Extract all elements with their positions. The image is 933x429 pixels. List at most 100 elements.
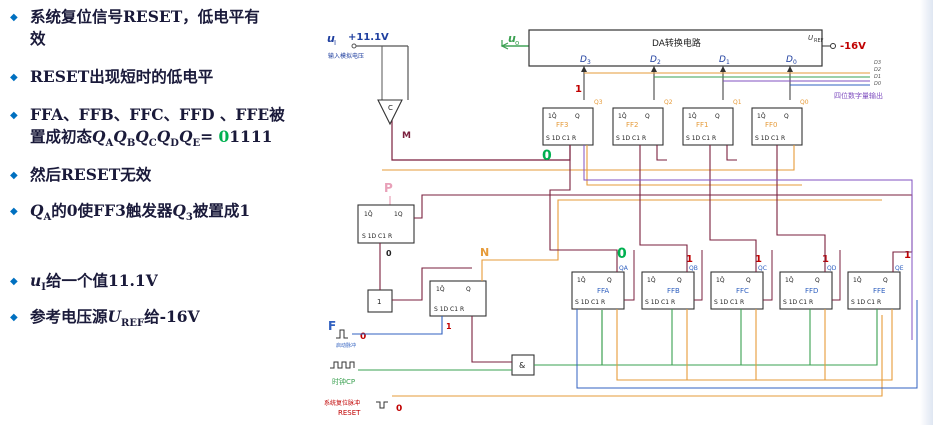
bullet-text: 给-16V: [144, 307, 200, 326]
wire-chain: [763, 250, 773, 301]
bullet-diamond-icon: ◆: [10, 12, 18, 23]
svg-text:Q: Q: [677, 277, 682, 284]
ui-label: u: [327, 32, 335, 45]
f-label: F: [328, 319, 336, 333]
ffb-box: 1Q̄Q FFB S 1D C1 R: [641, 271, 695, 310]
ff-q-label: QA: [619, 265, 629, 272]
svg-text:S 1D C1 R: S 1D C1 R: [645, 299, 675, 306]
wire-qe: [892, 251, 912, 272]
bullet-reset-low: RESET出现短时的低电平: [30, 67, 214, 86]
ff0-box: 1Q̄Q FF0 S 1D C1 R: [751, 107, 803, 146]
reset-label: RESET: [338, 409, 361, 417]
wire-qb: [639, 145, 688, 272]
bullet-reset-inactive: 然后RESET无效: [30, 165, 152, 184]
q-sub: D: [170, 138, 179, 150]
wire-dark-long: [414, 194, 913, 252]
svg-text:Q: Q: [746, 277, 751, 284]
arrow-up-icon: [787, 66, 793, 72]
wire-gate-out: [392, 267, 472, 301]
ff-name: FFB: [667, 287, 680, 295]
svg-text:S 1D C1 R: S 1D C1 R: [686, 135, 716, 142]
wire-orange: [382, 145, 795, 171]
svg-text:S 1D C1 R: S 1D C1 R: [755, 135, 785, 142]
svg-text:S 1D C1 R: S 1D C1 R: [616, 135, 646, 142]
ff-q-label: Q1: [733, 99, 742, 106]
bullet-line: 效: [30, 29, 46, 48]
wire-clock-bus: [601, 309, 878, 366]
arrow-up-icon: [720, 66, 726, 72]
bullet-diamond-icon: ◆: [10, 312, 18, 323]
u-sub: REF: [121, 318, 145, 330]
slide-edge-gradient: [920, 0, 933, 425]
svg-text:S 1D C1 R: S 1D C1 R: [783, 299, 813, 306]
bullet-diamond-icon: ◆: [10, 206, 18, 217]
ffa-box: 1Q̄Q FFA S 1D C1 R: [571, 271, 625, 310]
uref-value: -16V: [840, 41, 866, 52]
svg-text:1Q̄: 1Q̄: [548, 113, 557, 120]
ffc-box: 1Q̄Q FFC S 1D C1 R: [710, 271, 764, 310]
ff-name: FF2: [626, 121, 639, 129]
da-converter-box: [528, 29, 823, 67]
bullet-text: 给一个值11.1V: [45, 271, 158, 290]
bullet-ff3-set: QA的0使FF3触发器Q3被置成1: [30, 200, 250, 229]
q-symbol: Q: [178, 127, 193, 146]
digital-pin: D2: [874, 67, 881, 73]
ff-q-label: QB: [689, 265, 698, 272]
bullet-line: 系统复位信号RESET，低电平有: [30, 7, 260, 26]
d-label: D: [650, 55, 657, 65]
svg-text:1Q̄: 1Q̄: [688, 113, 697, 120]
bullet-line: 置成初态: [30, 127, 93, 146]
bullet-line: FFA、FFB、FFC、FFD 、FFE被: [30, 105, 285, 124]
ff-name: FFE: [873, 287, 885, 295]
uo-label: u: [508, 32, 516, 45]
ff-name: FF1: [696, 121, 709, 129]
ffe-box: 1Q̄Q FFE S 1D C1 R: [847, 271, 901, 310]
arrow-icon: [500, 42, 509, 50]
reset-desc: 系统复位脉冲: [324, 399, 360, 407]
d-sub: 1: [726, 59, 730, 66]
ui-terminal: [351, 43, 357, 49]
bullet-diamond-icon: ◆: [10, 110, 18, 121]
ff-name: FF3: [556, 121, 569, 129]
svg-text:1Q: 1Q: [394, 211, 403, 218]
uref-terminal: [830, 43, 836, 49]
q-symbol: Q: [172, 201, 186, 220]
q-sub: 3: [185, 212, 193, 224]
svg-text:1Q̄: 1Q̄: [618, 113, 627, 120]
svg-text:Q: Q: [575, 113, 580, 120]
wire-qd: [776, 145, 826, 272]
wire-purple: [583, 145, 913, 340]
wire-reset: [392, 315, 883, 397]
equals: =: [200, 127, 219, 146]
ff-name: FFC: [736, 287, 749, 295]
svg-text:1Q̄: 1Q̄: [364, 211, 373, 218]
green-zero: 0: [542, 148, 552, 164]
wire-hidden: [382, 30, 502, 46]
bullet-uref-value: 参考电压源UREF给-16V: [30, 306, 200, 335]
bullet-ui-value: uI给一个值11.1V: [30, 270, 158, 299]
wire-f: [352, 316, 443, 335]
svg-text:1Q̄: 1Q̄: [436, 286, 445, 293]
bullet-diamond-icon: ◆: [10, 170, 18, 181]
d-sub: 2: [657, 59, 661, 66]
d-sub: 3: [587, 59, 591, 66]
svg-text:Q: Q: [645, 113, 650, 120]
value-rest: 1111: [229, 127, 273, 146]
reset-value: 0: [396, 404, 402, 414]
ff-name: FF0: [765, 121, 778, 129]
f-value: 0: [360, 332, 366, 342]
uo-sub: o: [515, 39, 519, 47]
ffb-value: 1: [686, 254, 693, 265]
value-green: 0: [218, 127, 230, 146]
ui-desc: 输入模拟电压: [328, 52, 364, 60]
digital-output-label: 四位数字量输出: [834, 91, 883, 100]
ui-value: +11.1V: [348, 32, 389, 43]
circuit-diagram: u I +11.1V 输入模拟电压 u o DA转换电路 D 3 D 2 D 1…: [322, 0, 933, 425]
q-sub: B: [126, 138, 136, 150]
wire-qc: [709, 145, 757, 272]
bullet-initial-state: FFA、FFB、FFC、FFD 、FFE被 置成初态QAQBQCQDQE= 01…: [30, 104, 285, 155]
wire-chain: [624, 250, 635, 301]
ff-q-label: Q3: [594, 99, 603, 106]
q-sub: C: [148, 138, 157, 150]
reset-pulse-icon: [376, 401, 388, 409]
